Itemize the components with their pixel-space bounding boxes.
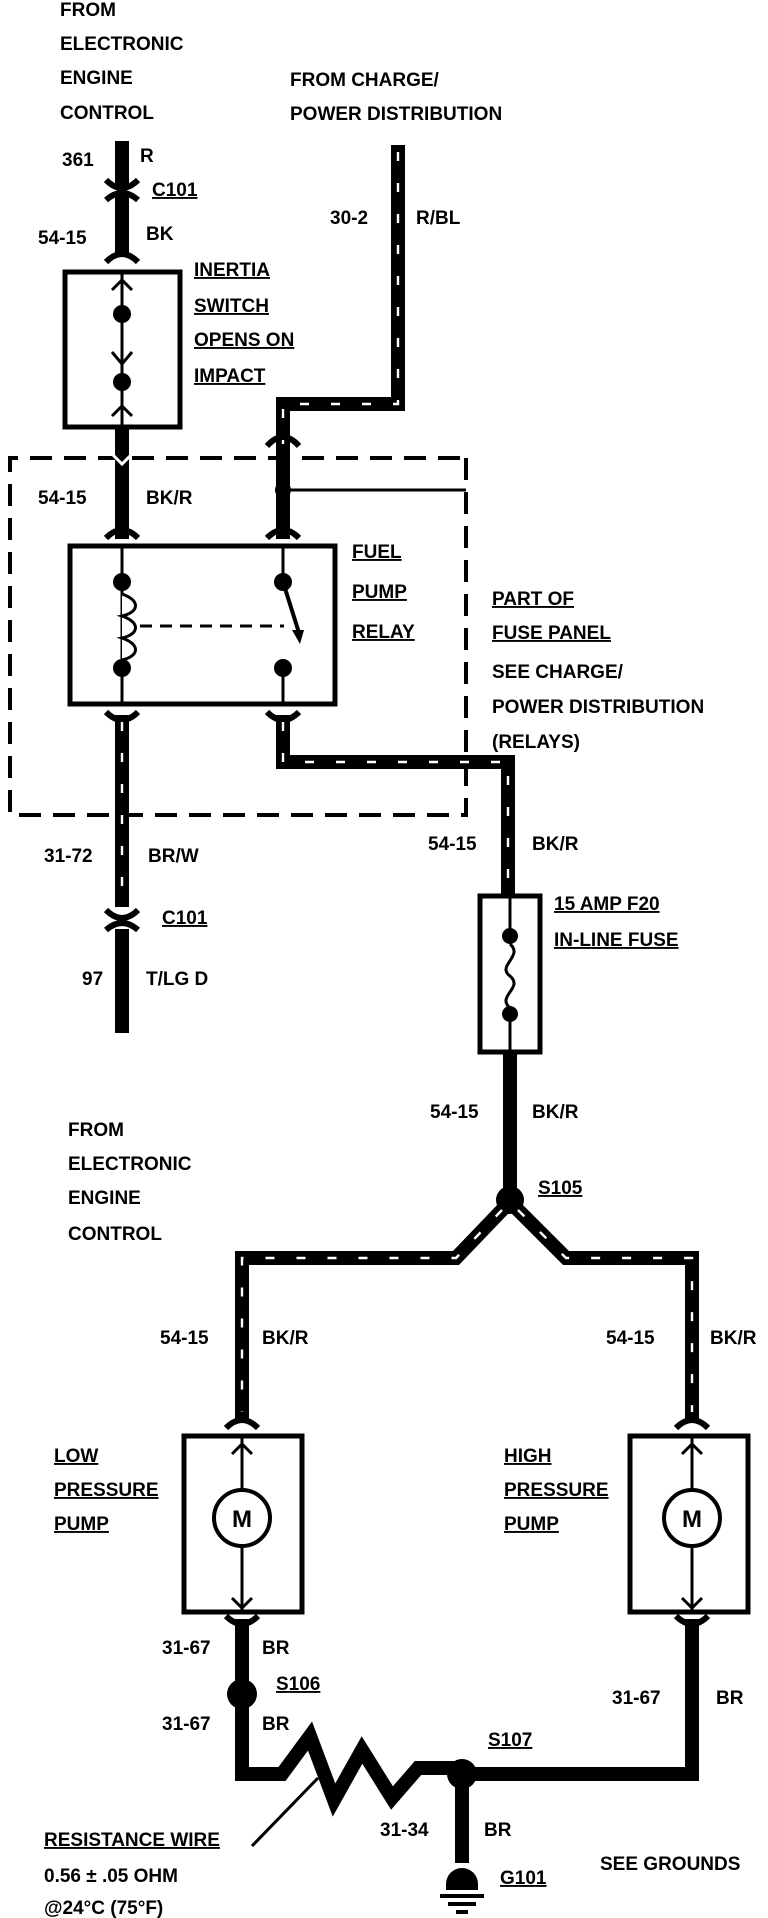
resistance-wire-line2: 0.56 ± .05 OHM: [44, 1866, 178, 1887]
splice-s107: [447, 1759, 477, 1789]
fuse-panel-label: PART OF FUSE PANEL SEE CHARGE/ POWER DIS…: [492, 589, 704, 753]
wire-31-67-a-number: 31-67: [162, 1638, 211, 1659]
source-middle-line1: FROM: [68, 1120, 124, 1141]
low-pump-line2: PRESSURE: [54, 1480, 159, 1501]
relay-line1: FUEL: [352, 542, 402, 563]
high-pump-motor-label: M: [682, 1506, 702, 1533]
wire-54-15-left-color: BK/R: [262, 1328, 309, 1349]
source-middle-line3: ENGINE: [68, 1188, 141, 1209]
low-pump-line3: PUMP: [54, 1514, 109, 1535]
source-middle-line2: ELECTRONIC: [68, 1154, 192, 1175]
relay-line2: PUMP: [352, 582, 407, 603]
low-pressure-pump: M: [181, 1433, 305, 1615]
wire-31-67-b-number: 31-67: [162, 1714, 211, 1735]
wire-31-67-right-color: BR: [716, 1688, 744, 1709]
source-top-line4: CONTROL: [60, 103, 154, 124]
splice-s106-label: S106: [276, 1674, 320, 1695]
fuse-line1: 15 AMP F20: [554, 894, 660, 915]
wire-97-number: 97: [82, 969, 103, 990]
source-charge-line1: FROM CHARGE/: [290, 70, 440, 91]
fuse-panel-line3: SEE CHARGE/: [492, 662, 624, 683]
high-pressure-pump: M: [627, 1433, 751, 1615]
wire-361-color: R: [140, 146, 154, 167]
fuse-panel-line5: (RELAYS): [492, 732, 580, 753]
low-pump-motor-label: M: [232, 1506, 252, 1533]
wire-361-number: 361: [62, 150, 94, 171]
fuel-pump-relay: [67, 543, 338, 707]
high-pressure-pump-label: HIGH PRESSURE PUMP: [504, 1446, 609, 1535]
high-pump-line3: PUMP: [504, 1514, 559, 1535]
fuse-panel-boundary: [8, 456, 468, 817]
wire-31-72-number: 31-72: [44, 846, 93, 867]
splice-s106: [227, 1679, 257, 1709]
high-pump-line2: PRESSURE: [504, 1480, 609, 1501]
fuse-panel-line1: PART OF: [492, 589, 574, 610]
resistance-wire-line1: RESISTANCE WIRE: [44, 1830, 220, 1851]
connector-c101-bottom: C101: [103, 907, 208, 933]
wire-31-34-color: BR: [484, 1820, 512, 1841]
wire-31-67-right: [469, 1619, 699, 1781]
wire-54-15-fuse-out-color: BK/R: [532, 1102, 579, 1123]
wire-54-15-right-branch: [508, 1200, 699, 1419]
wire-54-15-relay-out: [276, 715, 515, 897]
inline-fuse-label: 15 AMP F20 IN-LINE FUSE: [554, 894, 679, 951]
connector-c101-top-label: C101: [152, 180, 198, 201]
wire-54-15-fuse-in-number: 54-15: [428, 834, 477, 855]
source-top-line2: ELECTRONIC: [60, 34, 184, 55]
wire-97-color: T/LG D: [146, 969, 208, 990]
inertia-switch-line3: OPENS ON: [194, 330, 294, 351]
wire-30-2: [276, 145, 405, 451]
source-charge-label: FROM CHARGE/ POWER DISTRIBUTION: [290, 70, 502, 125]
wire-54-15-relay-color: BK/R: [146, 488, 193, 509]
inline-fuse: [477, 893, 543, 1055]
source-top-line3: ENGINE: [60, 68, 133, 89]
low-pressure-pump-label: LOW PRESSURE PUMP: [54, 1446, 159, 1535]
resistance-wire-pointer: [250, 1776, 320, 1848]
inertia-switch-top-terminal: [103, 251, 141, 265]
see-grounds-label: SEE GROUNDS: [600, 1854, 740, 1875]
fuse-line2: IN-LINE FUSE: [554, 930, 679, 951]
wire-54-15-fuse-in-color: BK/R: [532, 834, 579, 855]
wire-54-15-relay-number: 54-15: [38, 488, 87, 509]
source-top-line1: FROM: [60, 0, 116, 21]
inertia-switch: [62, 269, 183, 430]
wire-31-67-right-number: 31-67: [612, 1688, 661, 1709]
inertia-switch-line1: INERTIA: [194, 260, 270, 281]
source-charge-line2: POWER DISTRIBUTION: [290, 104, 502, 125]
low-pump-line1: LOW: [54, 1446, 98, 1467]
wire-30-2-number: 30-2: [330, 208, 368, 229]
source-top-label: FROM ELECTRONIC ENGINE CONTROL: [60, 0, 184, 124]
wire-54-15-left-branch: [235, 1200, 512, 1419]
wire-54-15-right-number: 54-15: [606, 1328, 655, 1349]
relay-line3: RELAY: [352, 622, 415, 643]
source-middle-label: FROM ELECTRONIC ENGINE CONTROL: [68, 1120, 192, 1245]
ground-g101-label: G101: [500, 1868, 547, 1889]
splice-s107-label: S107: [488, 1730, 532, 1751]
wire-31-72-color: BR/W: [148, 846, 199, 867]
wire-54-15-left-number: 54-15: [160, 1328, 209, 1349]
wire-54-15-top-color: BK: [146, 224, 174, 245]
ground-g101: [440, 1868, 484, 1914]
resistance-wire-label: RESISTANCE WIRE 0.56 ± .05 OHM @24°C (75…: [44, 1830, 220, 1918]
fuel-pump-relay-label: FUEL PUMP RELAY: [352, 542, 415, 643]
connector-c101-bottom-label: C101: [162, 908, 208, 929]
wire-54-15-top-number: 54-15: [38, 228, 87, 249]
wire-30-2-color: R/BL: [416, 208, 461, 229]
wire-31-67-b-color: BR: [262, 1714, 290, 1735]
resistance-wire: [235, 1701, 455, 1817]
high-pump-line1: HIGH: [504, 1446, 552, 1467]
fuse-panel-line2: FUSE PANEL: [492, 623, 611, 644]
fuse-panel-line4: POWER DISTRIBUTION: [492, 697, 704, 718]
resistance-wire-line3: @24°C (75°F): [44, 1898, 163, 1918]
wire-31-34-number: 31-34: [380, 1820, 429, 1841]
source-middle-line4: CONTROL: [68, 1224, 162, 1245]
inertia-switch-line2: SWITCH: [194, 296, 269, 317]
inertia-switch-label: INERTIA SWITCH OPENS ON IMPACT: [194, 260, 294, 387]
splice-s105-label: S105: [538, 1178, 583, 1199]
inertia-switch-line4: IMPACT: [194, 366, 266, 387]
wire-54-15-right-color: BK/R: [710, 1328, 757, 1349]
wire-54-15-fuse-out-number: 54-15: [430, 1102, 479, 1123]
wire-31-67-a-color: BR: [262, 1638, 290, 1659]
